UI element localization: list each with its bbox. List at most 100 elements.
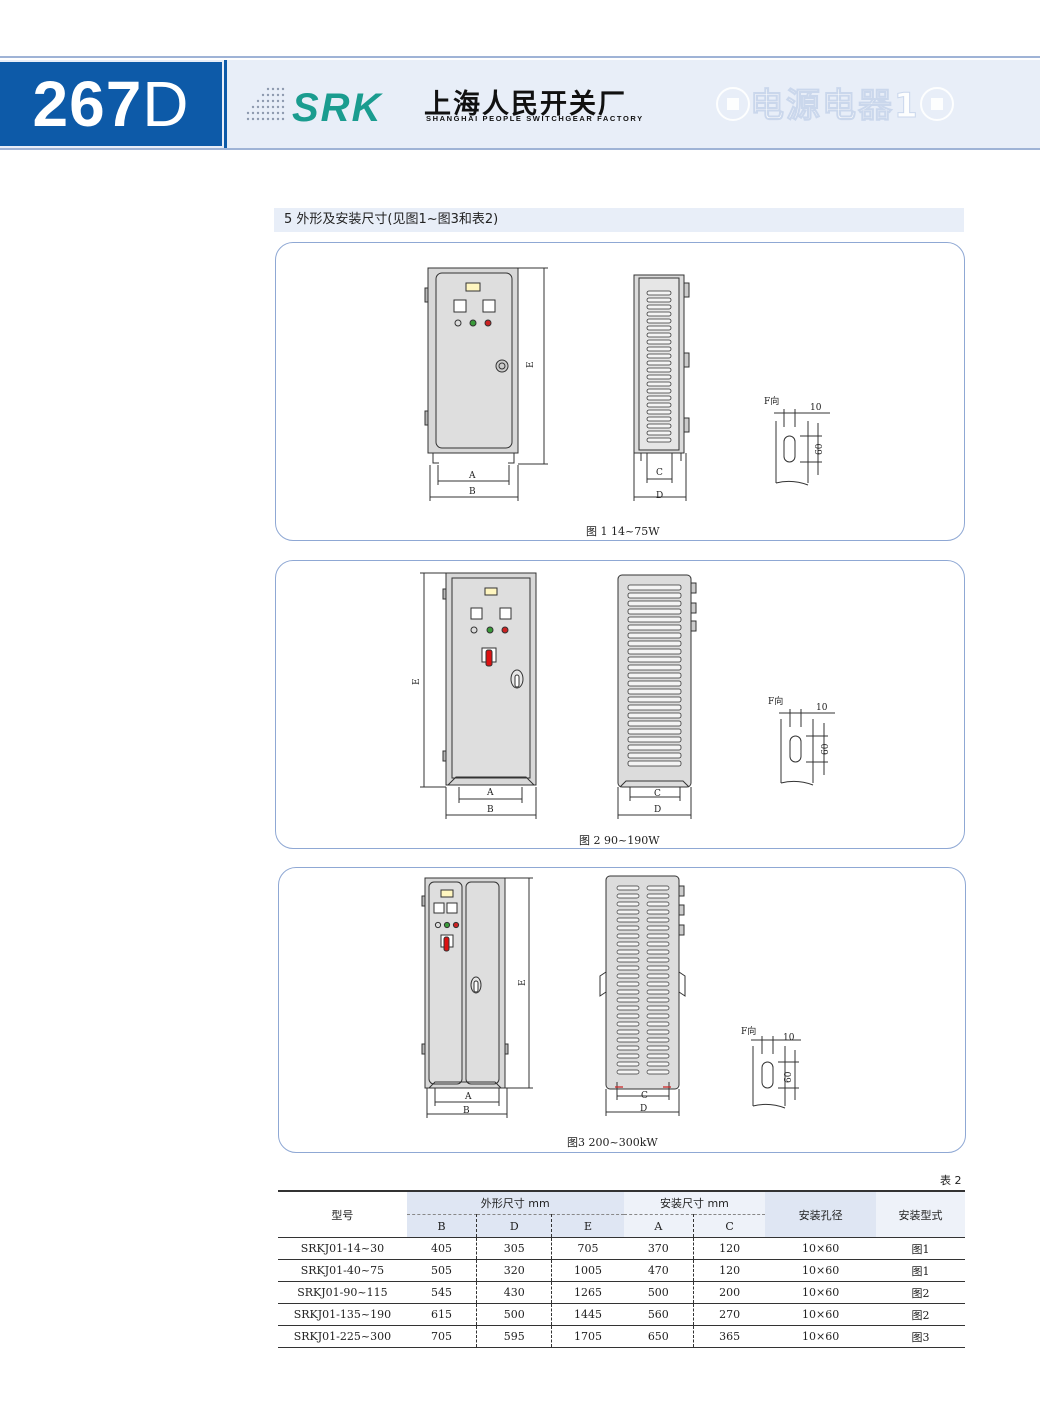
cell-C: 365 (693, 1325, 766, 1348)
header-top-rule (0, 56, 1040, 58)
dimension-table: 型号 外形尺寸 mm 安装尺寸 mm 安装孔径 安装型式 B D E A C S… (278, 1190, 965, 1348)
section-title: 5 外形及安装尺寸(见图1~图3和表2) (274, 208, 964, 232)
dim-B-label: B (487, 805, 494, 815)
cell-E: 1005 (551, 1259, 624, 1282)
header-mount-type: 安装型式 (876, 1191, 965, 1238)
figure-2-drawing: E A B C D F向 10 60 (412, 572, 835, 819)
dim-E-label: E (518, 979, 528, 986)
dim-C-label: C (654, 789, 661, 799)
mount-width-label: 10 (810, 403, 822, 413)
cell-model: SRKJ01-135~190 (278, 1303, 407, 1326)
cell-model: SRKJ01-90~115 (278, 1281, 407, 1304)
dim-A-label: A (486, 788, 494, 798)
dim-D-label: D (654, 805, 661, 815)
page-number-box: 267D (0, 62, 222, 146)
cell-model: SRKJ01-14~30 (278, 1237, 407, 1260)
cell-A: 500 (623, 1281, 694, 1304)
mount-direction-label: F向 (764, 395, 779, 407)
cell-C: 120 (693, 1259, 766, 1282)
dim-B-label: B (463, 1106, 470, 1116)
cell-E: 1445 (551, 1303, 624, 1326)
table-row: SRKJ01-40~75 505 320 1005 470 120 10×60 … (278, 1259, 965, 1282)
dim-E-label: E (526, 361, 536, 368)
cell-type: 图1 (876, 1237, 965, 1260)
table-row: SRKJ01-225~300 705 595 1705 650 365 10×6… (278, 1325, 965, 1348)
dim-A-label: A (468, 471, 476, 481)
page-number: 267 (32, 68, 143, 140)
cell-E: 1265 (551, 1281, 624, 1304)
header-install-size: 安装尺寸 mm (623, 1191, 766, 1215)
cell-type: 图2 (876, 1303, 965, 1326)
subheader-C: C (693, 1214, 766, 1238)
square-bullet-icon (919, 87, 954, 121)
cell-C: 120 (693, 1237, 766, 1260)
square-bullet-icon (716, 87, 750, 121)
cell-B: 545 (406, 1281, 478, 1304)
table-row: SRKJ01-90~115 545 430 1265 500 200 10×60… (278, 1281, 965, 1304)
mount-height-label: 60 (815, 443, 825, 455)
figure-1-caption: 图 1 14~75W (586, 525, 660, 538)
category-label: 电源电器1 (750, 86, 920, 127)
figure-3-caption: 图3 200~300kW (567, 1136, 658, 1149)
cell-hole: 10×60 (765, 1237, 877, 1260)
cell-A: 560 (623, 1303, 694, 1326)
header-hole: 安装孔径 (765, 1191, 877, 1238)
mount-height-label: 60 (784, 1071, 794, 1083)
cell-A: 650 (623, 1325, 694, 1348)
cell-B: 405 (406, 1237, 478, 1260)
subheader-A: A (623, 1214, 694, 1238)
dim-D-label: D (640, 1104, 647, 1114)
figure-1-panel: E A B C D F向 10 60 图 1 14~75W (275, 242, 965, 541)
header-bottom-rule (0, 148, 1040, 150)
figure-2-caption: 图 2 90~190W (579, 834, 660, 847)
dim-A-label: A (464, 1092, 472, 1102)
figure-2-panel: E A B C D F向 10 60 图 2 90~190W (275, 560, 965, 849)
company-name-en: SHANGHAI PEOPLE SWITCHGEAR FACTORY (426, 114, 644, 123)
mount-direction-label: F向 (768, 695, 783, 707)
figure-1-drawing: E A B C D F向 10 60 (424, 267, 830, 501)
dim-C-label: C (656, 468, 663, 478)
cell-B: 505 (406, 1259, 478, 1282)
dim-E-label: E (412, 678, 422, 685)
cell-model: SRKJ01-225~300 (278, 1325, 407, 1348)
cell-B: 705 (406, 1325, 478, 1348)
figure-3-panel: E A B C D F向 10 60 图3 200~300kW (278, 867, 966, 1153)
dot-pattern-logo-icon (246, 87, 285, 121)
cell-type: 图1 (876, 1259, 965, 1282)
brand-logo: SRK (292, 86, 383, 130)
cell-C: 200 (693, 1281, 766, 1304)
subheader-D: D (476, 1214, 553, 1238)
subheader-E: E (551, 1214, 624, 1238)
cell-B: 615 (406, 1303, 478, 1326)
cell-type: 图3 (876, 1325, 965, 1348)
cell-D: 320 (476, 1259, 553, 1282)
cell-hole: 10×60 (765, 1281, 877, 1304)
cell-hole: 10×60 (765, 1259, 877, 1282)
cell-E: 1705 (551, 1325, 624, 1348)
mount-width-label: 10 (783, 1033, 795, 1043)
cell-D: 595 (476, 1325, 553, 1348)
cell-A: 370 (623, 1237, 694, 1260)
table-header-row: 型号 外形尺寸 mm 安装尺寸 mm 安装孔径 安装型式 (278, 1191, 965, 1238)
header-outer-size: 外形尺寸 mm (406, 1191, 624, 1215)
table-subheader-row: B D E A C (278, 1214, 965, 1238)
cell-C: 270 (693, 1303, 766, 1326)
table-row: SRKJ01-14~30 405 305 705 370 120 10×60 图… (278, 1237, 965, 1260)
dim-B-label: B (469, 487, 476, 497)
dim-C-label: C (641, 1091, 648, 1101)
cell-E: 705 (551, 1237, 624, 1260)
header-model: 型号 (278, 1191, 407, 1238)
mount-height-label: 60 (821, 743, 831, 755)
mount-direction-label: F向 (741, 1025, 756, 1037)
figure-3-drawing: E A B C D F向 10 60 (421, 875, 801, 1118)
category-title: 电源电器1 (716, 84, 954, 128)
cell-hole: 10×60 (765, 1325, 877, 1348)
subheader-B: B (406, 1214, 478, 1238)
table-number: 表 2 (940, 1174, 962, 1187)
table-row: SRKJ01-135~190 615 500 1445 560 270 10×6… (278, 1303, 965, 1326)
cell-D: 305 (476, 1237, 553, 1260)
mount-width-label: 10 (816, 703, 828, 713)
dim-D-label: D (656, 491, 663, 501)
cell-D: 430 (476, 1281, 553, 1304)
cell-type: 图2 (876, 1281, 965, 1304)
